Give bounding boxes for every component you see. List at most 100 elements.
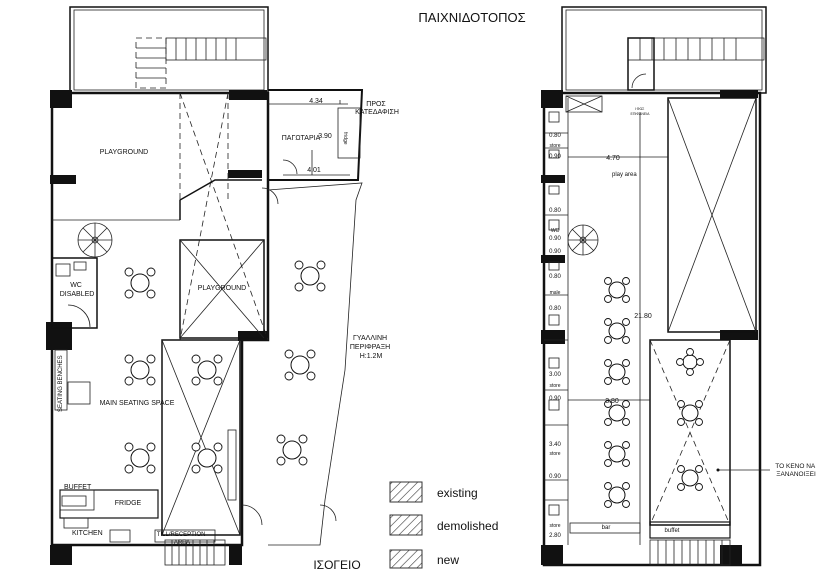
ff-label-buffet: buffet	[665, 528, 680, 534]
gf-label-reception: TILL/RECEPTION AREA	[157, 532, 207, 546]
legend-label-existing: existing	[437, 486, 478, 500]
gf-column	[50, 545, 72, 565]
gf-caption: ΙΣΟΓΕΙΟ	[313, 558, 360, 572]
ff-label-store: store	[549, 451, 560, 457]
gf-table	[124, 354, 156, 386]
gf-label-main-seating: MAIN SEATING SPACE	[100, 400, 175, 407]
ff-dim: 3.00	[549, 372, 561, 378]
ff-label-top-note: Ι ΦΩΣ ΕΠΙΦΑΝΕΙΑ	[630, 107, 650, 116]
gf-label-seating-benches: SEATING BENCHES	[58, 355, 64, 412]
gf-table	[294, 260, 326, 292]
ff-main-outline	[542, 91, 762, 567]
ff-label-wc: WC	[551, 228, 560, 234]
legend-swatch-new	[389, 549, 423, 569]
ff-dim: 2.80	[549, 533, 561, 539]
reception-line-2: AREA	[174, 540, 190, 546]
top-note-line-2: ΕΠΙΦΑΝΕΙΑ	[630, 112, 650, 116]
gf-column	[50, 175, 76, 184]
ff-dim: 0.90	[549, 249, 561, 255]
legend-label-demolished: demolished	[437, 519, 498, 533]
gf-note-pros-katapsaksi: ΠΡΟΣ ΚΑΤΕΔΑΦΙΣΗ	[355, 101, 399, 116]
gf-fridge-box	[337, 107, 361, 159]
keno-line-1: ΤΟ ΚΕΝΟ ΝΑ	[775, 463, 816, 470]
ff-label-play-area: play area	[612, 172, 637, 178]
ff-spiral-stair	[567, 224, 599, 256]
gf-table	[276, 434, 308, 466]
gf-fridge-box	[59, 489, 159, 519]
note-line-2: ΠΕΡΙΦΡΑΞΗ	[350, 344, 390, 351]
gf-table	[191, 442, 223, 474]
ff-table	[604, 441, 630, 467]
ff-dim: 0.80	[549, 274, 561, 280]
ff-dim: 0.90	[549, 236, 561, 242]
gf-label-fridge-small: fridge	[342, 132, 348, 145]
ff-dim: 0.90	[549, 154, 561, 160]
top-note-line-1: Ι ΦΩΣ	[635, 107, 645, 111]
ff-table	[604, 318, 630, 344]
ff-table	[677, 465, 703, 491]
ff-label-store: store	[549, 523, 560, 529]
ff-dim: 3.40	[549, 442, 561, 448]
ff-dim: 0.80	[549, 133, 561, 139]
gf-stair-top	[135, 37, 267, 89]
gf-column	[229, 545, 242, 565]
note-line-1: ΓΥΑΛΛΙΝΗ	[353, 335, 387, 342]
ff-table	[604, 359, 630, 385]
gf-table	[191, 354, 223, 386]
gf-stepped-wall	[179, 179, 262, 220]
ff-label-store: store	[549, 143, 560, 149]
note-line-1: ΠΡΟΣ	[366, 101, 386, 108]
drawing-title: ΠΑΙΧΝΙΔΟΤΟΠΟΣ	[418, 10, 525, 25]
wc-line-1: WC	[70, 282, 82, 289]
ff-label-store: store	[549, 383, 560, 389]
ff-table	[604, 482, 630, 508]
gf-column	[238, 331, 268, 341]
ff-void-top	[667, 97, 757, 333]
ff-note-keno: ΤΟ ΚΕΝΟ ΝΑ ΞΑΝΑΝΟΙΞΕΙ	[775, 463, 816, 478]
ff-label-bar: bar	[602, 525, 611, 531]
legend-swatch-demolished	[389, 514, 423, 536]
legend-label-new: new	[437, 553, 459, 567]
gf-label-pagotaria: ΠΑΓΩΤΑΡΙΑ	[282, 135, 321, 142]
gf-balcony-inner	[73, 9, 265, 91]
gf-spiral-stair	[77, 222, 113, 258]
gf-label-playground-mid: PLAYGROUND	[198, 285, 247, 292]
gf-balcony-outline	[69, 6, 269, 94]
ff-buffet-counter	[649, 521, 731, 539]
ff-label-male: male	[550, 290, 561, 296]
reception-line-1: TILL/RECEPTION	[157, 532, 206, 538]
ff-dim: 0.80	[549, 208, 561, 214]
ff-table	[676, 348, 704, 376]
wc-line-2: DISABLED	[60, 291, 95, 298]
gf-atrium-void	[161, 339, 241, 536]
ff-dim: 0.80	[549, 306, 561, 312]
ff-stair-top	[627, 37, 765, 91]
gf-label-playground-top: PLAYGROUND	[100, 149, 149, 156]
gf-dim-1: 4.34	[309, 98, 323, 105]
legend-swatch-existing	[389, 481, 423, 503]
ff-dim: 0.90	[549, 474, 561, 480]
gf-table	[124, 267, 156, 299]
ff-dim: 21.80	[634, 313, 652, 320]
gf-label-wc-disabled: WC DISABLED	[60, 282, 95, 298]
first-floor-plan: play area Ι ΦΩΣ ΕΠΙΦΑΝΕΙΑ 4.70 0.80 0.90…	[541, 6, 816, 567]
gf-dim-2: 3.90	[318, 133, 332, 140]
note-line-2: ΚΑΤΕΔΑΦΙΣΗ	[355, 109, 399, 116]
ff-table	[604, 277, 630, 303]
ff-table	[677, 400, 703, 426]
gf-label-fridge: FRIDGE	[115, 500, 142, 507]
legend: existing demolished new	[389, 481, 498, 569]
keno-line-2: ΞΑΝΑΝΟΙΞΕΙ	[776, 471, 816, 478]
ff-bottom-stair	[649, 539, 731, 566]
gf-column	[229, 90, 267, 100]
gf-terrace-outline	[267, 182, 363, 546]
gf-reception-stair	[164, 539, 226, 566]
gf-label-buffet: BUFFET	[64, 484, 92, 491]
ground-floor-plan: PLAYGROUND PLAYGROUND ΠΑΓΩΤΑΡΙΑ fridge 4…	[46, 6, 399, 572]
gf-column	[228, 170, 262, 178]
ff-dim: 4.70	[606, 155, 620, 162]
ff-dim: 3.80	[605, 398, 619, 405]
gf-column	[50, 90, 72, 108]
ff-void-bottom	[649, 339, 731, 526]
